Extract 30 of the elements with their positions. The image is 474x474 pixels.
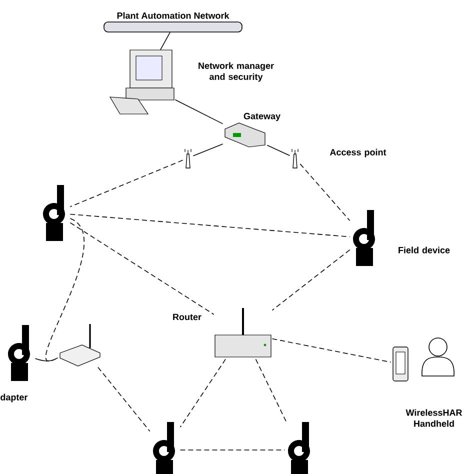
network-title: Plant Automation Network (117, 12, 230, 19)
field-device-drawing (153, 422, 175, 474)
cable-line (266, 144, 290, 156)
connection-line (98, 366, 150, 432)
connection-line (272, 249, 350, 311)
connection-line (70, 222, 214, 315)
connection-line (272, 338, 392, 363)
antenna-drawing (184, 148, 192, 168)
field-device-drawing (43, 185, 65, 241)
cable-line (174, 99, 224, 124)
device-label: Network manager and security (198, 62, 274, 82)
field-device-drawing (288, 422, 310, 474)
cable-line (192, 144, 224, 156)
connection-line (70, 160, 184, 208)
handheld-drawing (392, 346, 408, 382)
connection-line (180, 358, 226, 428)
device-label: Field device (398, 246, 450, 254)
adapter-drawing (60, 324, 100, 366)
connection-line (255, 358, 287, 422)
device-label: Gateway (244, 112, 280, 122)
device-label: WirelessHAR Handheld (406, 409, 462, 427)
device-label: Router (173, 314, 202, 320)
cable-line (34, 357, 58, 362)
connection-line (70, 214, 350, 238)
connection-line (300, 164, 350, 222)
adapter-label: dapter (0, 394, 28, 402)
field-device-drawing (8, 325, 30, 381)
cable-line (160, 32, 170, 50)
device-label: Access point (330, 148, 386, 158)
connection-line (45, 218, 84, 362)
